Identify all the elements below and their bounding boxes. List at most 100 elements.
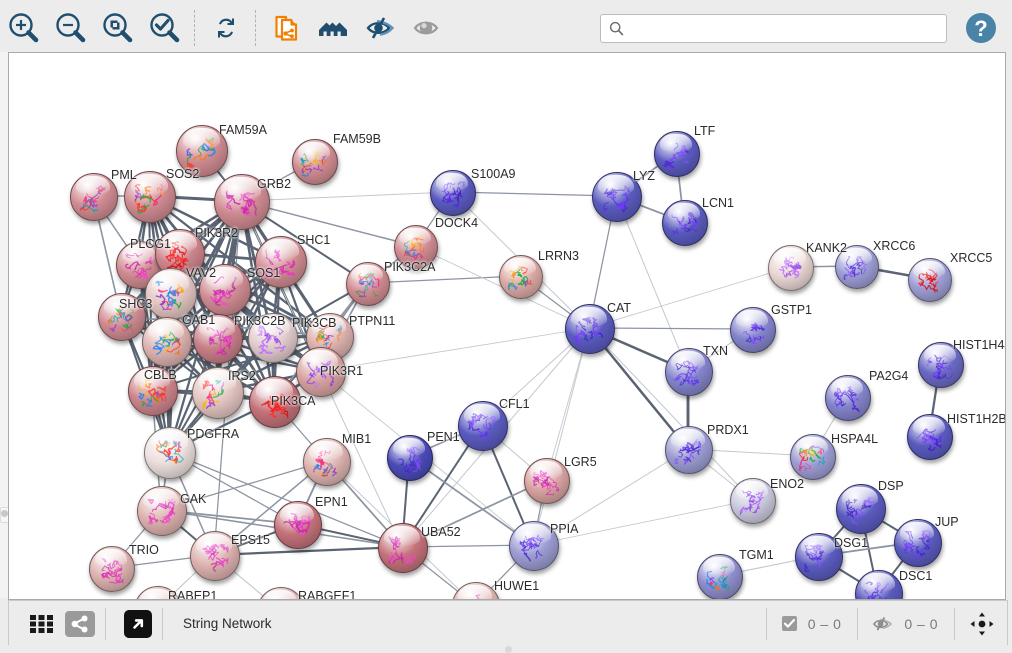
hidden-eye-icon[interactable] bbox=[872, 615, 894, 633]
network-node[interactable] bbox=[907, 414, 953, 460]
network-node[interactable] bbox=[128, 366, 178, 416]
network-edge[interactable] bbox=[615, 195, 689, 372]
expand-arrow-icon[interactable] bbox=[124, 609, 152, 638]
network-node[interactable] bbox=[835, 245, 879, 289]
network-node[interactable] bbox=[145, 268, 197, 320]
network-node[interactable] bbox=[387, 435, 433, 481]
network-edge[interactable] bbox=[240, 200, 416, 247]
zoom-out-icon[interactable] bbox=[47, 4, 94, 52]
network-node[interactable] bbox=[908, 258, 952, 302]
network-node[interactable] bbox=[137, 486, 187, 536]
network-node[interactable] bbox=[918, 342, 964, 388]
network-node[interactable] bbox=[665, 348, 713, 396]
network-node[interactable] bbox=[499, 255, 543, 299]
network-node[interactable] bbox=[292, 139, 338, 185]
publish-network-icon[interactable] bbox=[263, 4, 310, 52]
network-node[interactable] bbox=[176, 125, 228, 177]
structure-view-icon[interactable] bbox=[310, 4, 357, 52]
network-node[interactable] bbox=[346, 262, 390, 306]
search-box[interactable] bbox=[600, 14, 947, 43]
network-node[interactable] bbox=[430, 170, 476, 216]
network-node[interactable] bbox=[662, 200, 708, 246]
network-node[interactable] bbox=[124, 171, 176, 223]
bottom-resize-dot[interactable] bbox=[505, 646, 512, 653]
network-node[interactable] bbox=[193, 314, 243, 364]
network-node[interactable] bbox=[654, 131, 700, 177]
network-node[interactable] bbox=[214, 174, 270, 230]
zoom-fit-icon[interactable] bbox=[94, 4, 141, 52]
network-node[interactable] bbox=[509, 521, 559, 571]
network-edge[interactable] bbox=[545, 327, 590, 481]
network-edge[interactable] bbox=[532, 327, 590, 546]
network-node[interactable] bbox=[70, 173, 118, 221]
network-node[interactable] bbox=[524, 458, 570, 504]
protein-structure-glyph bbox=[134, 183, 164, 214]
network-node[interactable] bbox=[89, 546, 135, 592]
network-node[interactable] bbox=[249, 376, 301, 428]
checkbox-icon[interactable] bbox=[781, 615, 798, 632]
status-separator-3 bbox=[765, 607, 767, 640]
share-network-icon[interactable] bbox=[65, 610, 95, 637]
protein-structure-glyph bbox=[256, 324, 286, 355]
refresh-icon[interactable] bbox=[202, 4, 249, 52]
network-node[interactable] bbox=[894, 519, 942, 567]
network-node[interactable] bbox=[378, 523, 428, 573]
network-edge[interactable] bbox=[401, 479, 547, 548]
protein-structure-glyph bbox=[798, 444, 826, 472]
node-structure bbox=[207, 276, 241, 307]
grid-view-icon[interactable] bbox=[25, 609, 59, 639]
zoom-selected-icon[interactable] bbox=[141, 4, 188, 52]
network-node[interactable] bbox=[665, 426, 713, 474]
network-node[interactable] bbox=[592, 172, 642, 222]
network-node[interactable] bbox=[303, 438, 351, 486]
network-edge[interactable] bbox=[151, 335, 330, 391]
network-edge[interactable] bbox=[160, 460, 327, 511]
network-edge[interactable] bbox=[168, 451, 403, 548]
network-edge[interactable] bbox=[213, 545, 403, 557]
zoom-in-icon[interactable] bbox=[0, 4, 47, 52]
network-node[interactable] bbox=[296, 347, 346, 397]
network-edge[interactable] bbox=[408, 456, 534, 546]
network-node[interactable] bbox=[190, 531, 240, 581]
network-node[interactable] bbox=[730, 478, 776, 524]
network-edge[interactable] bbox=[532, 448, 689, 546]
network-node[interactable] bbox=[248, 313, 298, 363]
canvas-left-scrollbar[interactable] bbox=[0, 52, 10, 598]
network-node[interactable] bbox=[274, 501, 322, 549]
search-input[interactable] bbox=[629, 16, 940, 41]
network-node[interactable] bbox=[192, 367, 244, 419]
network-node[interactable] bbox=[565, 304, 615, 354]
network-edge[interactable] bbox=[319, 327, 590, 372]
network-edge[interactable] bbox=[532, 499, 753, 546]
network-node[interactable] bbox=[697, 554, 743, 599]
scrollbar-knob[interactable] bbox=[1, 510, 8, 517]
network-node[interactable] bbox=[98, 293, 146, 341]
network-edge[interactable] bbox=[588, 327, 753, 501]
network-edge[interactable] bbox=[588, 266, 791, 329]
show-all-icon[interactable] bbox=[404, 4, 451, 52]
hide-labels-icon[interactable] bbox=[357, 4, 404, 52]
network-node[interactable] bbox=[790, 434, 836, 480]
network-node[interactable] bbox=[199, 264, 251, 316]
svg-text:?: ? bbox=[974, 16, 987, 41]
network-action-group bbox=[263, 0, 451, 55]
network-node[interactable] bbox=[142, 317, 192, 367]
network-node[interactable] bbox=[255, 236, 307, 288]
help-icon[interactable]: ? bbox=[965, 12, 997, 44]
network-node[interactable] bbox=[836, 484, 886, 534]
network-node[interactable] bbox=[825, 375, 871, 421]
network-node[interactable] bbox=[730, 307, 776, 353]
node-structure bbox=[797, 444, 827, 472]
network-edge[interactable] bbox=[366, 275, 521, 284]
network-node[interactable] bbox=[144, 427, 196, 479]
network-node[interactable] bbox=[795, 533, 843, 581]
network-edge[interactable] bbox=[451, 191, 617, 197]
move-crosshair-icon[interactable] bbox=[965, 609, 999, 639]
network-node[interactable] bbox=[394, 225, 438, 269]
network-node[interactable] bbox=[458, 401, 508, 451]
network-edge[interactable] bbox=[240, 191, 453, 202]
network-node[interactable] bbox=[768, 245, 814, 291]
network-edge[interactable] bbox=[588, 327, 753, 330]
